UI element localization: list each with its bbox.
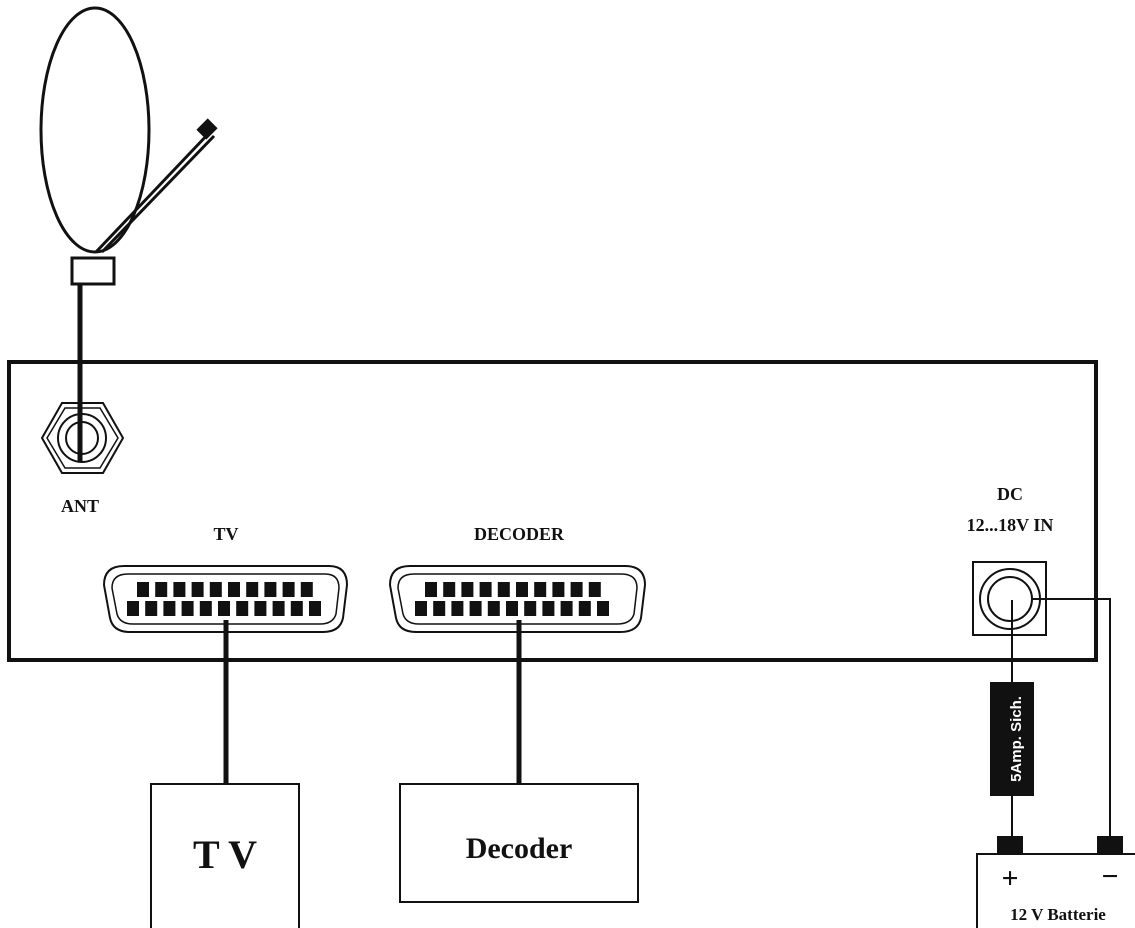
scart-pin (516, 582, 528, 597)
battery-minus-terminal (1097, 836, 1123, 854)
scart-pin (534, 582, 547, 597)
scart-pin (425, 582, 437, 597)
scart-pin (469, 601, 482, 616)
scart-pin (433, 601, 446, 616)
tv-box (150, 783, 300, 928)
dc-label: DC (997, 484, 1023, 504)
scart-pin (246, 582, 259, 597)
battery-plus-terminal (997, 836, 1023, 854)
scart-pin (309, 601, 321, 616)
decoder-scart-pins (415, 582, 609, 616)
scart-pin (163, 601, 176, 616)
scart-pin (173, 582, 186, 597)
scart-pin (570, 582, 583, 597)
scart-pin (272, 601, 285, 616)
scart-pin (542, 601, 555, 616)
scart-pin (497, 582, 510, 597)
scart-pin (254, 601, 267, 616)
receiver-back-panel (7, 360, 1098, 662)
scart-pin (451, 601, 464, 616)
scart-pin (487, 601, 500, 616)
tv-scart-pins (127, 582, 321, 616)
scart-pin (127, 601, 139, 616)
tv-box-label: T V (193, 832, 257, 877)
scart-pin (300, 582, 313, 597)
minus-wire (1032, 598, 1111, 840)
battery-box (976, 853, 1135, 928)
dc-voltage-label: 12...18V IN (967, 515, 1054, 535)
tv-port-label: TV (213, 524, 238, 544)
scart-pin (145, 601, 158, 616)
scart-pin (199, 601, 212, 616)
scart-pin (290, 601, 303, 616)
scart-pin (578, 601, 591, 616)
fuse-label: 5Amp. Sich. (1008, 696, 1025, 782)
scart-pin (155, 582, 168, 597)
scart-pin (181, 601, 194, 616)
scart-pin (209, 582, 222, 597)
scart-pin (479, 582, 492, 597)
scart-pin (588, 582, 601, 597)
scart-pin (191, 582, 204, 597)
scart-pin (461, 582, 474, 597)
battery-plus-label: + (1001, 862, 1018, 895)
scart-pin (506, 601, 518, 616)
battery-label: 12 V Batterie (1010, 905, 1106, 924)
scart-pin (218, 601, 230, 616)
decoder-box-label: Decoder (466, 832, 573, 865)
scart-pin (443, 582, 456, 597)
scart-pin (597, 601, 609, 616)
scart-pin (524, 601, 537, 616)
scart-pin (137, 582, 149, 597)
scart-pin (560, 601, 573, 616)
satellite-dish-icon (39, 6, 218, 286)
scart-pin (236, 601, 249, 616)
ant-label: ANT (61, 496, 99, 516)
decoder-scart-port (388, 565, 647, 633)
decoder-box (399, 783, 639, 903)
fuse-icon (990, 682, 1034, 796)
decoder-port-label: DECODER (474, 524, 565, 544)
battery-minus-label: − (1101, 860, 1118, 893)
scart-pin (228, 582, 240, 597)
scart-pin (264, 582, 277, 597)
scart-pin (415, 601, 427, 616)
scart-pin (552, 582, 565, 597)
scart-pin (282, 582, 295, 597)
tv-scart-port (102, 565, 349, 633)
